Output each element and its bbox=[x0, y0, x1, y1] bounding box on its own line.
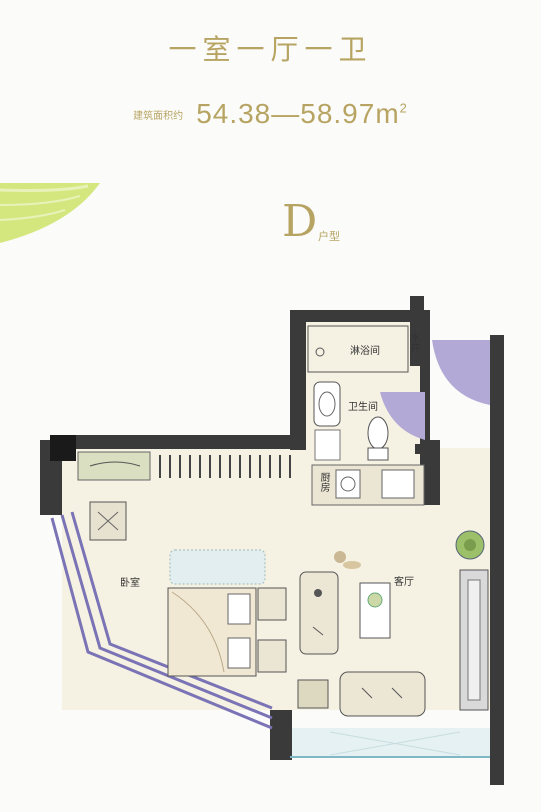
unit-suffix: 户型 bbox=[318, 230, 340, 243]
coffee-table bbox=[359, 582, 391, 639]
room-label-bathroom: 卫生间 bbox=[348, 402, 378, 413]
side-table bbox=[297, 679, 329, 709]
unit-letter: D bbox=[282, 196, 318, 247]
bathroom-door bbox=[380, 392, 425, 440]
desk-chair bbox=[89, 501, 127, 541]
dog-figure bbox=[334, 551, 361, 569]
entry-door bbox=[432, 340, 490, 405]
bedside-rug bbox=[169, 549, 266, 585]
room-label-shower: 淋浴间 bbox=[350, 346, 380, 357]
toilet bbox=[367, 416, 389, 461]
room-label-bedroom: 卧室 bbox=[120, 578, 140, 589]
area-label: 建筑面积约 bbox=[133, 110, 184, 122]
armchair bbox=[299, 571, 339, 655]
area-number: 54.38—58.97m bbox=[196, 98, 400, 129]
area-superscript: 2 bbox=[399, 100, 408, 116]
sink bbox=[313, 381, 341, 427]
room-label-living: 客厅 bbox=[394, 577, 414, 588]
room-label-kitchen: 厨房 bbox=[318, 472, 329, 492]
area-row: 建筑面积约 54.38—58.97m2 bbox=[0, 98, 541, 130]
room-label-well: 水井 bbox=[408, 332, 419, 352]
layout-title: 一室一厅一卫 bbox=[168, 33, 373, 66]
sofa bbox=[339, 671, 426, 717]
bed bbox=[167, 587, 257, 677]
area-value: 54.38—58.97m2 bbox=[196, 98, 408, 129]
kitchen-sink bbox=[381, 469, 415, 499]
wardrobe bbox=[159, 455, 291, 478]
bay-window bbox=[50, 511, 273, 730]
